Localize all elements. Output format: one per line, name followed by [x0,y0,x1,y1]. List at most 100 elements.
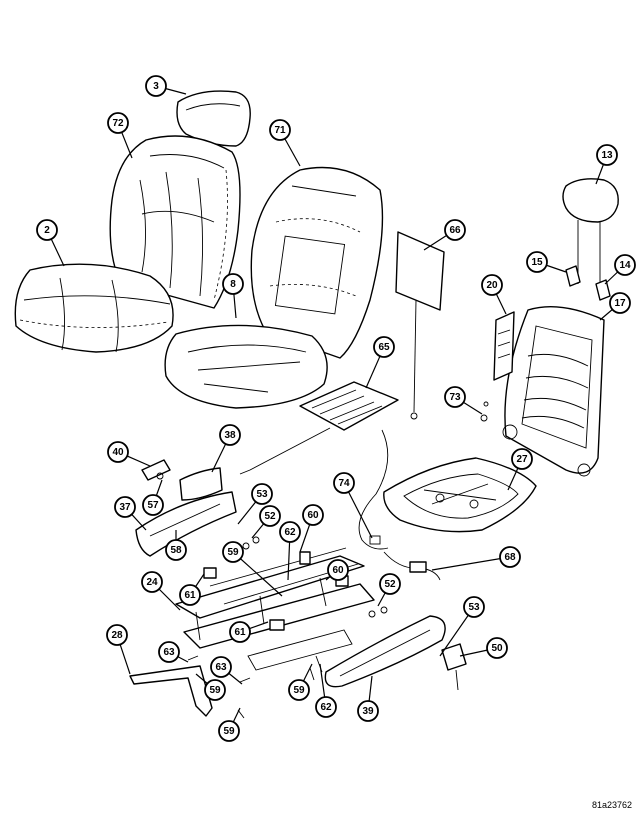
callout-number: 20 [486,280,498,291]
callout-14: 14 [604,254,636,285]
seat-back-frame [502,305,605,477]
callout-number: 68 [504,552,516,563]
callout-circle [259,505,281,527]
callout-40: 40 [107,441,151,467]
figure-code: 81a23762 [591,800,632,810]
callout-circle [463,596,485,618]
switch-50 [441,643,467,691]
callout-59: 59 [218,707,241,742]
callout-circle [107,112,129,134]
callout-number: 38 [224,430,236,441]
callout-61: 61 [229,621,269,643]
callout-50: 50 [459,637,508,659]
callout-circle [179,584,201,606]
callout-circle [357,700,379,722]
callout-circle [486,637,508,659]
callout-15: 15 [526,251,567,273]
callout-24: 24 [141,571,181,611]
callout-57: 57 [142,479,164,516]
callout-circle [251,483,273,505]
callout-number: 40 [112,447,124,458]
callout-37: 37 [114,496,147,531]
callout-number: 62 [320,702,332,713]
clip-73 [480,401,489,422]
callout-circle [444,219,466,241]
callout-number: 28 [111,630,123,641]
callout-number: 65 [378,342,390,353]
callout-number: 74 [338,478,350,489]
callout-13: 13 [595,144,618,185]
callout-circle [481,274,503,296]
callout-8: 8 [222,273,244,319]
seat-back-foam [250,166,384,359]
callout-number: 37 [119,502,131,513]
callout-65: 65 [365,336,395,389]
callout-number: 24 [146,577,158,588]
callout-circle [609,292,631,314]
callout-circle [302,504,324,526]
callout-60: 60 [325,559,349,581]
callout-number: 53 [468,602,480,613]
seat-cushion-pan [383,457,537,533]
callout-number: 8 [230,279,236,290]
callout-68: 68 [431,546,521,571]
callout-3: 3 [145,75,187,97]
callout-61: 61 [179,573,205,606]
callout-circle [279,521,301,543]
side-shield-37 [135,491,237,557]
callout-2: 2 [36,219,65,267]
callout-circle [526,251,548,273]
callout-number: 39 [362,706,374,717]
callout-28: 28 [106,624,131,675]
callout-number: 17 [614,298,626,309]
callout-number: 72 [112,118,124,129]
callout-circle [145,75,167,97]
callout-circle [222,541,244,563]
callout-17: 17 [599,292,631,321]
callout-53: 53 [439,596,485,657]
callout-60: 60 [299,504,324,553]
callout-circle [444,386,466,408]
callout-59: 59 [195,673,226,701]
callout-number: 15 [531,257,543,268]
callout-number: 61 [234,627,246,638]
seat-back-cover [109,135,241,309]
callout-63: 63 [158,641,189,663]
callout-71: 71 [269,119,301,167]
callout-62: 62 [279,521,301,581]
callout-38: 38 [211,424,241,473]
callout-number: 61 [184,590,196,601]
callout-59: 59 [222,541,283,597]
callout-circle [596,144,618,166]
callout-52: 52 [251,505,281,539]
callout-number: 27 [516,454,528,465]
callout-73: 73 [444,386,483,415]
callout-circle [142,494,164,516]
callout-number: 53 [256,489,268,500]
callout-circle [107,441,129,463]
headrest-left [176,90,251,147]
callout-number: 13 [601,150,613,161]
callout-circle [36,219,58,241]
callout-circle [333,472,355,494]
callout-circle [614,254,636,276]
callout-74: 74 [333,472,373,539]
harness-68 [383,551,441,581]
callout-number: 58 [170,545,182,556]
callout-circle [204,679,226,701]
callout-number: 52 [384,579,396,590]
callout-20: 20 [481,274,507,315]
callout-number: 3 [153,81,159,92]
callout-39: 39 [357,675,379,722]
callout-number: 60 [307,510,319,521]
callout-number: 59 [223,726,235,737]
callout-circle [269,119,291,141]
switch-housing-38 [179,467,223,501]
callout-number: 59 [293,685,305,696]
callout-circle [114,496,136,518]
callout-59: 59 [288,663,313,701]
callout-circle [499,546,521,568]
callout-number: 14 [619,260,631,271]
callout-number: 50 [491,643,503,654]
